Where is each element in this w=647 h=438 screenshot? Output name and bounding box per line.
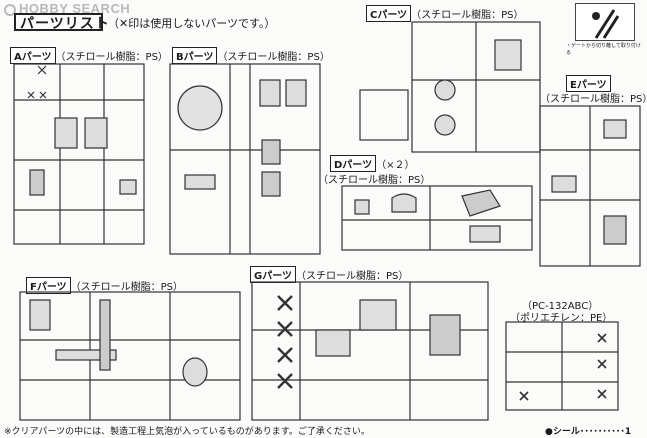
watermark-logo-icon [4,4,16,16]
page-title: パーツリスト [20,16,110,32]
sprue-e [539,105,641,267]
sprue-b [169,63,321,255]
sprue-d [341,185,533,251]
part-label-pc-material: （ポリエチレン：PE） [510,313,613,324]
part-label-f: Fパーツ（スチロール樹脂：PS） [26,277,183,294]
part-label-c: Cパーツ（スチロール樹脂：PS） [366,5,524,22]
sprue-a [13,63,145,245]
part-label-b: Bパーツ（スチロール樹脂：PS） [172,47,330,64]
part-label-e-material: （スチロール樹脂：PS） [540,94,647,105]
icon-caption: ・ゲートから切り離して取り付ける [566,43,641,56]
title-frame [14,13,103,31]
part-label-d-material: （スチロール樹脂：PS） [318,175,431,186]
nipper-icon [592,9,620,39]
part-label-e: Eパーツ [566,75,611,92]
sprue-c [359,21,541,153]
sprue-f [19,291,241,421]
sprue-g [251,281,489,421]
header-note: （✕印は使用しないパーツです。） [108,17,276,30]
watermark: HOBBY SEARCH [4,1,130,16]
cut-instruction-box [575,3,635,41]
footer-note: ※クリアパーツの中には、製造工程上気泡が入っているものがあります。ご了承ください… [4,427,370,437]
part-label-pc: （PC-132ABC） [522,301,599,312]
seal-count: ●シール･･････････1 [545,427,632,437]
part-label-d: Dパーツ（×２） [330,155,415,172]
sprue-pc [505,321,619,411]
